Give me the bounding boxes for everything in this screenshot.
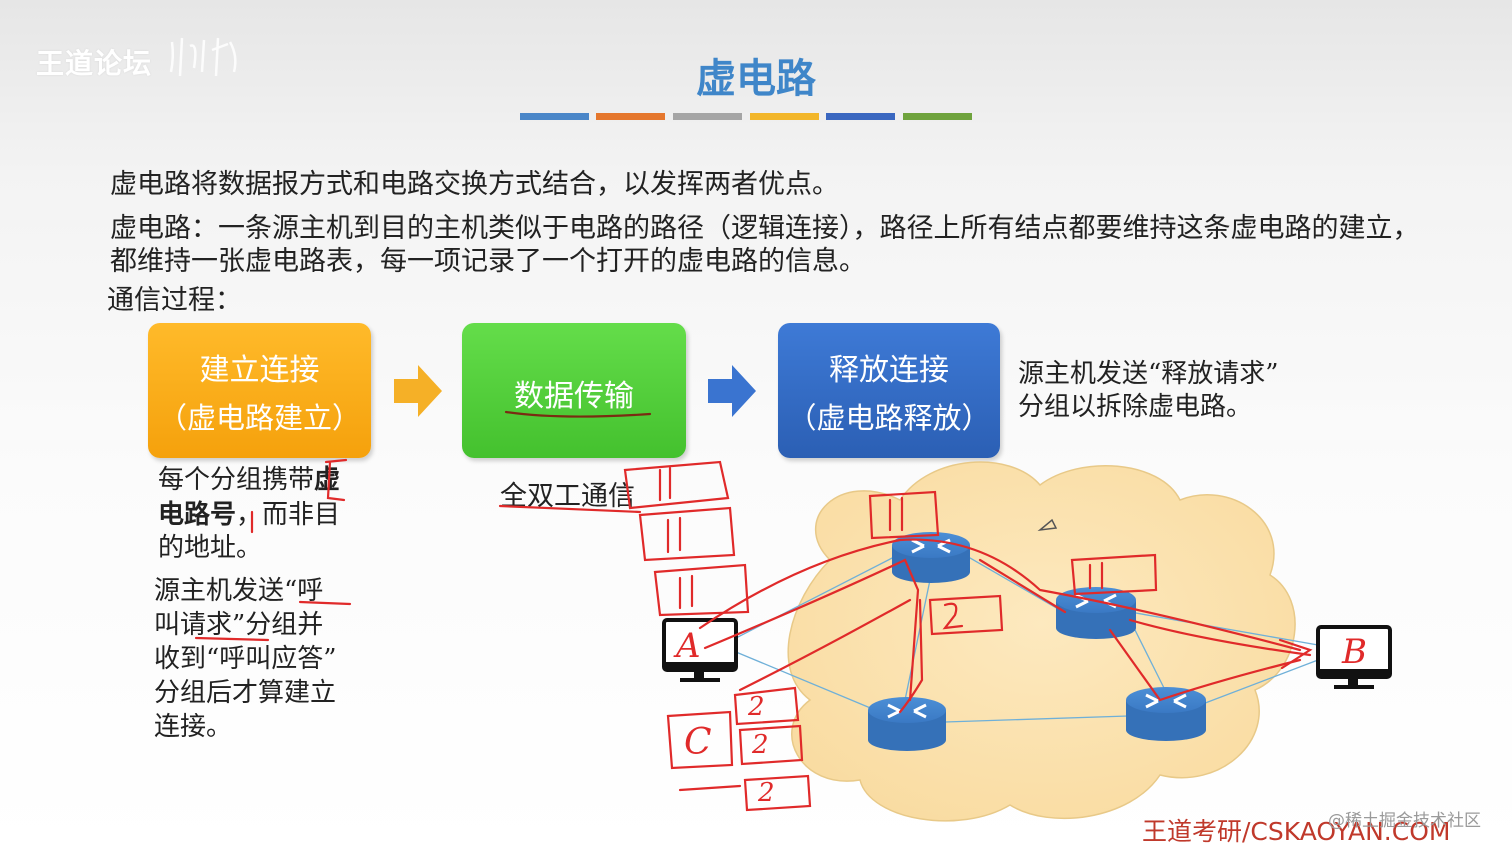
title-underline-bar-2 [596, 113, 665, 120]
establish-note-text: 每个分组携带 [158, 465, 315, 495]
slide-title: 虚电路 [696, 56, 816, 102]
brand-footer: 王道考研/CSKAOYAN.COM [1142, 817, 1451, 846]
router-icon [1126, 687, 1206, 741]
watermark: @稀土掘金技术社区 [1328, 811, 1481, 831]
router-icon [1056, 587, 1136, 639]
arrow-right-icon [394, 365, 442, 417]
packet-label: 2 [758, 778, 775, 808]
packet-label: 2 [748, 692, 765, 722]
network-cloud [787, 461, 1296, 822]
establish-note-line-2: 电路号，而非目 [158, 499, 340, 532]
router-icon [892, 532, 970, 583]
establish-note-line-1: 每个分组携带虚 [158, 464, 340, 497]
release-note-2: 分组以拆除虚电路。 [1018, 392, 1253, 422]
definition-line-2: 都维持一张虚电路表，每一项记录了一个打开的虚电路的信息。 [110, 246, 866, 277]
router-icon [868, 697, 946, 751]
establish-call-note-1: 源主机发送“呼 [154, 576, 324, 606]
definition-line-1: 虚电路：一条源主机到目的主机类似于电路的路径（逻辑连接），路径上所有结点都要维持… [110, 213, 1420, 244]
establish-call-note-3: 收到“呼叫应答” [154, 644, 337, 674]
establish-note-bold: 虚 [314, 465, 341, 495]
title-underline-bar-6 [903, 113, 972, 120]
establish-note-text: ，而非目 [236, 500, 341, 530]
transfer-note: 全双工通信 [500, 481, 635, 512]
step-release-subtitle: （虚电路释放） [787, 401, 991, 435]
step-transfer-title: 数据传输 [514, 379, 634, 414]
host-a-label: A [676, 626, 701, 666]
establish-call-note-4: 分组后才算建立 [154, 678, 337, 708]
establish-note-bold: 电路号 [158, 500, 237, 530]
intro-line: 虚电路将数据报方式和电路交换方式结合，以发挥两者优点。 [110, 169, 839, 200]
logo-decoration [169, 37, 237, 77]
step-release-title: 释放连接 [829, 353, 949, 388]
establish-note-line-3: 的地址。 [158, 533, 263, 563]
host-c-label: C [684, 722, 712, 763]
arrow-right-icon [708, 365, 756, 417]
release-note-1: 源主机发送“释放请求” [1018, 359, 1279, 389]
step-establish-title: 建立连接 [199, 353, 320, 388]
step-transfer-box: 数据传输 [462, 323, 686, 458]
title-underline-bar-4 [750, 113, 819, 120]
site-logo: 王道论坛 [36, 47, 153, 80]
title-underline-bar-5 [826, 113, 895, 120]
step-release-box: 释放连接 （虚电路释放） [778, 323, 1000, 458]
establish-call-note-2: 叫请求”分组并 [154, 610, 324, 640]
title-underline-bar-1 [520, 113, 589, 120]
packet-label: 2 [752, 730, 769, 760]
establish-call-note-5: 连接。 [154, 712, 233, 742]
process-heading: 通信过程： [107, 285, 242, 316]
title-underline-bar-3 [673, 113, 742, 120]
step-establish-box: 建立连接 （虚电路建立） [148, 323, 371, 458]
host-b-label: B [1342, 632, 1367, 672]
step-establish-subtitle: （虚电路建立） [157, 401, 361, 435]
